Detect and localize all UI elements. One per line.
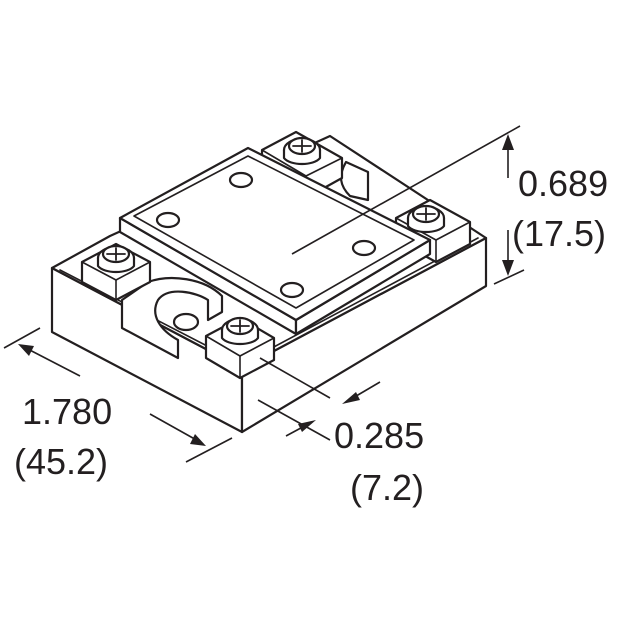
- dimension-height-mm: (17.5): [512, 213, 606, 254]
- dimension-terminal: 0.285 (7.2): [257, 357, 424, 508]
- mounting-hole-icon: [228, 171, 254, 189]
- dimension-terminal-mm: (7.2): [350, 467, 424, 508]
- terminal-front: [204, 316, 276, 380]
- dimension-height: 0.689 (17.5): [291, 125, 608, 285]
- dimension-length: 1.780 (45.2): [3, 327, 233, 482]
- terminal-right: [394, 198, 472, 264]
- screw-terminal-icon: [282, 136, 322, 166]
- screw-terminal-icon: [96, 244, 136, 274]
- mounting-hole-icon: [351, 239, 377, 257]
- mounting-hole-icon: [279, 281, 305, 299]
- mounting-slot: [120, 276, 224, 360]
- dimension-length-mm: (45.2): [14, 441, 108, 482]
- dimension-height-in: 0.689: [518, 163, 608, 204]
- mounting-hole-icon: [172, 312, 200, 332]
- relay-cover: [118, 146, 432, 336]
- terminal-left: [80, 242, 152, 302]
- screw-terminal-icon: [406, 204, 446, 234]
- screw-terminal-icon: [220, 316, 260, 346]
- mounting-hole-icon: [155, 211, 181, 229]
- mounting-slot-rear: [340, 160, 370, 202]
- dimension-length-in: 1.780: [22, 391, 112, 432]
- dimension-terminal-in: 0.285: [334, 415, 424, 456]
